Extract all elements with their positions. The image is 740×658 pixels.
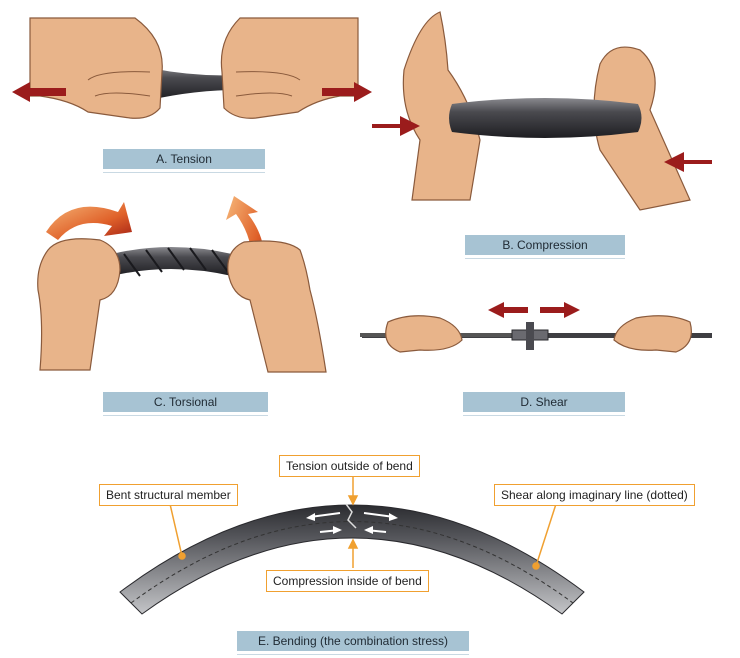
left-hand: [29, 17, 163, 119]
tension-right-arrow: [322, 82, 372, 102]
caption-tension: A. Tension: [103, 149, 265, 173]
callout-shear-line: Shear along imaginary line (dotted): [494, 484, 695, 506]
shear-left-arrow: [488, 302, 528, 318]
compression-illustration: [372, 11, 712, 211]
right-hand: [220, 17, 359, 119]
callout-bent-member: Bent structural member: [99, 484, 238, 506]
shear-illustration: [360, 302, 712, 353]
bending-illustration: [119, 476, 585, 615]
tension-left-arrow-e: [306, 513, 315, 521]
shear-bolt: [526, 322, 534, 350]
caption-shear: D. Shear: [463, 392, 625, 416]
callout-compression-inside: Compression inside of bend: [266, 570, 429, 592]
tension-left-arrow: [12, 82, 66, 102]
caption-compression: B. Compression: [465, 235, 625, 259]
callout-leaders: [169, 476, 557, 570]
tension-illustration: [12, 17, 372, 119]
bend-crack: [345, 503, 357, 529]
shear-left-hand: [385, 315, 463, 353]
compression-right-arrow: [664, 152, 712, 172]
torsional-illustration: [37, 196, 327, 373]
twisted-rod: [112, 247, 232, 276]
torsion-right-hand: [227, 240, 327, 373]
caption-bending: E. Bending (the combination stress): [237, 631, 469, 655]
tension-right-arrow-e: [389, 513, 398, 521]
compression-rod: [449, 98, 642, 138]
shear-right-arrow: [540, 302, 580, 318]
shear-right-hand: [613, 315, 692, 353]
torsion-left-curl-arrow: [46, 202, 132, 240]
caption-torsional: C. Torsional: [103, 392, 268, 416]
torsion-left-hand: [37, 238, 121, 371]
compression-left-arrow: [372, 116, 420, 136]
compression-right-arrow-e: [364, 526, 373, 534]
compression-left-arrow-e: [333, 526, 342, 534]
callout-tension-outside: Tension outside of bend: [279, 455, 420, 477]
shear-dotted-line: [130, 521, 574, 604]
